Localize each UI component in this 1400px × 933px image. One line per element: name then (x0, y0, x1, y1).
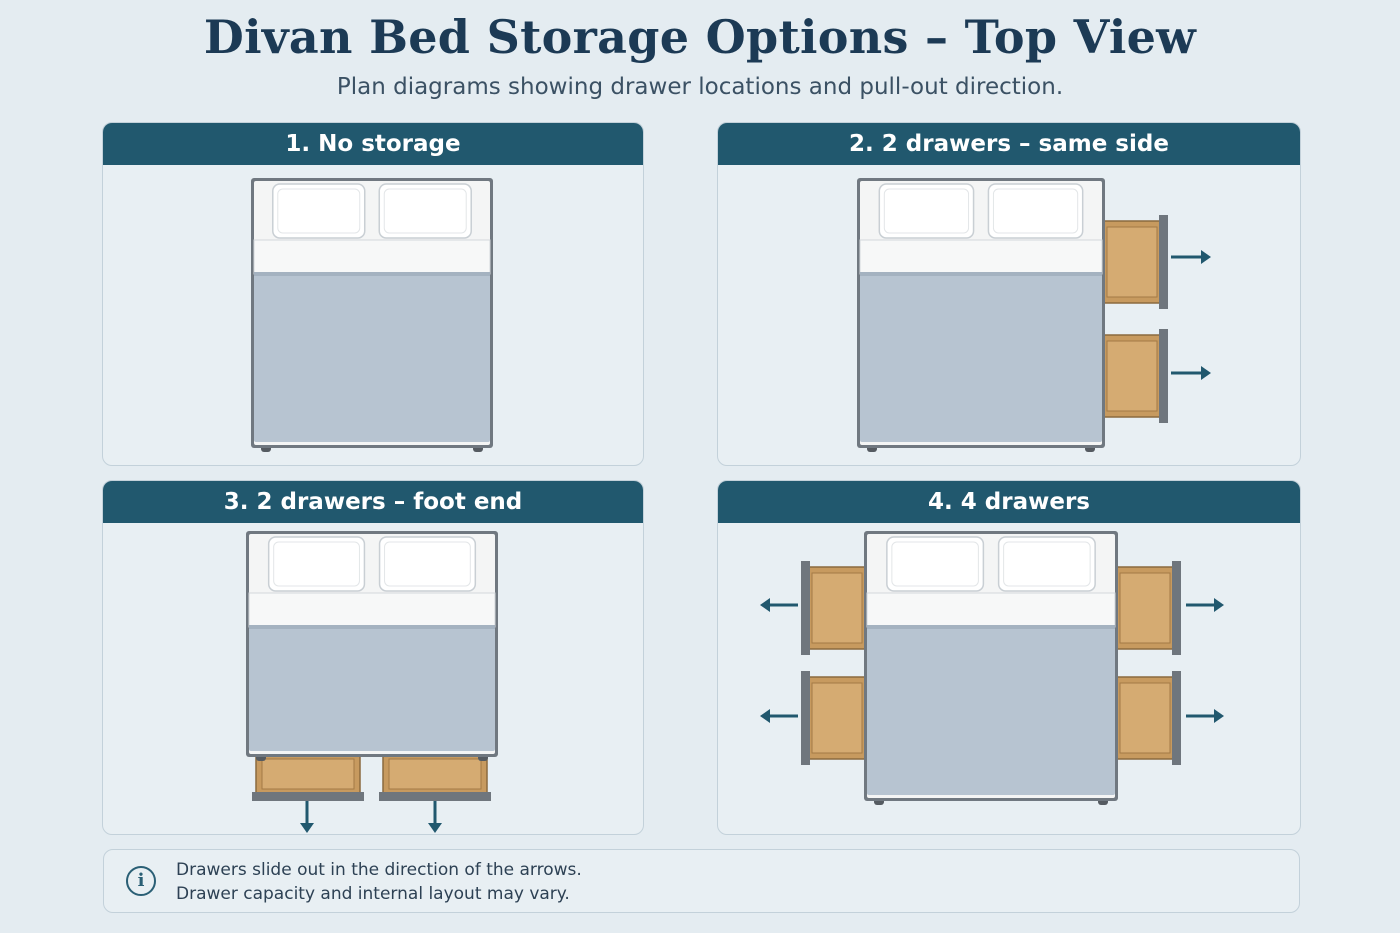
pillow-seam (992, 188, 1079, 234)
diagram-four-drawers (760, 531, 1224, 805)
pillow (878, 183, 975, 239)
drawer-front (801, 561, 810, 655)
drawer (1100, 329, 1168, 423)
page-subtitle: Plan diagrams showing drawer locations a… (336, 74, 1064, 100)
drawer (252, 752, 364, 801)
arrow-head (300, 823, 314, 833)
duvet-edge (249, 625, 495, 629)
panel-no-storage: 1. No storage (102, 122, 644, 466)
info-icon: i (126, 866, 156, 896)
pillow-seam (383, 188, 467, 234)
pillow-seam (891, 541, 979, 587)
panel-same-side: 2. 2 drawers – same side (717, 122, 1301, 466)
arrow-down-icon (300, 801, 314, 833)
duvet (249, 625, 495, 751)
drawer-front (1159, 215, 1168, 309)
drawer-inner (811, 572, 863, 644)
panel-header: 4. 4 drawers (718, 481, 1300, 523)
drawer (379, 752, 491, 801)
info-note: i Drawers slide out in the direction of … (103, 849, 1300, 913)
duvet-edge (860, 272, 1102, 276)
duvet (860, 272, 1102, 442)
arrow-head (1214, 598, 1224, 612)
arrow-left-icon (760, 709, 798, 723)
pillow (267, 536, 366, 592)
drawer (801, 561, 869, 655)
panel-header: 1. No storage (103, 123, 643, 165)
arrow-head (760, 598, 770, 612)
panel-header: 2. 2 drawers – same side (718, 123, 1300, 165)
arrow-head (428, 823, 442, 833)
arrow-down-icon (428, 801, 442, 833)
drawer-front (1172, 671, 1181, 765)
duvet-fold (859, 239, 1103, 275)
pillow (987, 183, 1084, 239)
diagram-foot-end (246, 531, 498, 833)
duvet-fold (253, 239, 491, 275)
pillow (378, 536, 477, 592)
drawer (801, 671, 869, 765)
page-title: Divan Bed Storage Options – Top View (203, 10, 1197, 64)
pillow (272, 183, 366, 239)
duvet-fold (248, 592, 496, 628)
drawer (1100, 215, 1168, 309)
diagram-same-side (857, 178, 1211, 452)
pillow-seam (277, 188, 361, 234)
pillow (886, 536, 985, 592)
panel-header: 3. 2 drawers – foot end (103, 481, 643, 523)
arrow-right-icon (1171, 366, 1211, 380)
pillow-seam (1003, 541, 1091, 587)
panel-four-drawers: 4. 4 drawers (717, 480, 1301, 835)
drawer-inner (811, 682, 863, 754)
drawer-front (379, 792, 491, 801)
pillow-seam (384, 541, 471, 587)
duvet (254, 272, 490, 442)
pillow-seam (883, 188, 970, 234)
diagram-no-storage (251, 178, 493, 452)
pillow-seam (273, 541, 360, 587)
bed (864, 531, 1118, 805)
drawer-inner (1119, 682, 1171, 754)
pillow (378, 183, 472, 239)
drawer-front (252, 792, 364, 801)
drawer-inner (261, 758, 355, 790)
drawer (1113, 561, 1181, 655)
drawer-inner (1106, 340, 1158, 412)
arrow-head (1201, 250, 1211, 264)
duvet-edge (254, 272, 490, 276)
bed (857, 178, 1105, 452)
drawer-inner (1106, 226, 1158, 298)
arrow-head (1214, 709, 1224, 723)
pillow (997, 536, 1096, 592)
note-line-2: Drawer capacity and internal layout may … (176, 884, 570, 904)
panel-foot-end: 3. 2 drawers – foot end (102, 480, 644, 835)
drawer-inner (388, 758, 482, 790)
arrow-right-icon (1186, 598, 1224, 612)
drawer-front (1172, 561, 1181, 655)
bed (251, 178, 493, 452)
note-line-1: Drawers slide out in the direction of th… (176, 860, 582, 880)
arrow-head (1201, 366, 1211, 380)
bed (246, 531, 498, 761)
drawer-front (801, 671, 810, 765)
drawer (1113, 671, 1181, 765)
arrow-right-icon (1171, 250, 1211, 264)
duvet-fold (866, 592, 1116, 628)
arrow-head (760, 709, 770, 723)
drawer-inner (1119, 572, 1171, 644)
duvet-edge (867, 625, 1115, 629)
drawer-front (1159, 329, 1168, 423)
duvet (867, 625, 1115, 795)
arrow-left-icon (760, 598, 798, 612)
arrow-right-icon (1186, 709, 1224, 723)
